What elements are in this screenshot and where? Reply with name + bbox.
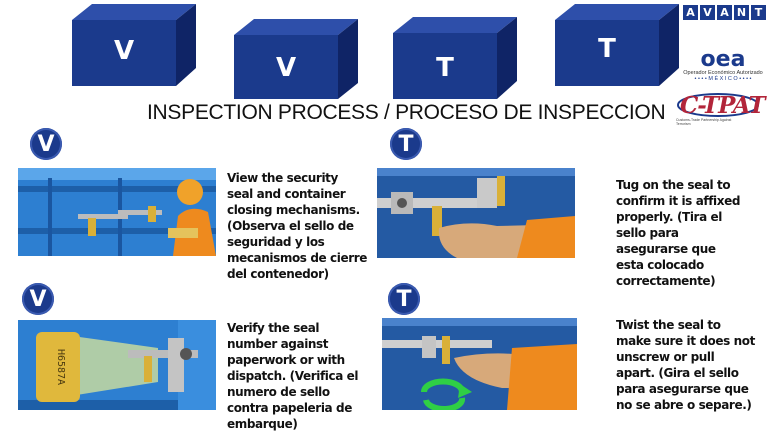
ctpat-swoosh-icon — [677, 93, 759, 117]
step-1-text: View the security seal and container clo… — [227, 171, 367, 281]
avant-letter: V — [700, 5, 715, 20]
cube-t-1: T — [393, 15, 517, 101]
step-3-text: Verify the seal number against paperwork… — [227, 321, 359, 431]
cube-letter: T — [436, 53, 454, 83]
illustration-twist-seal — [382, 318, 577, 410]
ctpat-wordmark: C-TPAT — [680, 92, 765, 119]
seal-number-label: H6587A — [55, 349, 66, 385]
step-badge-v: V — [22, 283, 54, 315]
oea-logo: oea Operador Económico Autorizado • • • … — [680, 47, 766, 83]
illustration-view-seal — [18, 168, 216, 256]
oea-subtitle: Operador Económico Autorizado — [683, 70, 763, 76]
step-2-text: Tug on the seal to confirm it is affixed… — [616, 178, 741, 288]
cube-t-2: T — [555, 2, 679, 88]
illustration-verify-seal-number: H6587A — [18, 320, 216, 410]
oea-country: • • • • M É X I C O • • • • — [694, 76, 752, 82]
cube-letter: T — [598, 34, 616, 64]
step-4-text: Twist the seal to make sure it does not … — [616, 318, 755, 412]
step-badge-v: V — [30, 128, 62, 160]
step-badge-t: T — [390, 128, 422, 160]
oea-wordmark: oea — [700, 47, 746, 72]
page-title: INSPECTION PROCESS / PROCESO DE INSPECCI… — [147, 101, 666, 124]
avant-letter: A — [683, 5, 698, 20]
cube-letter: V — [113, 36, 135, 66]
cube-v-2: V — [234, 17, 358, 101]
avant-logo: A V A N T — [683, 5, 766, 20]
cube-letter: V — [275, 53, 297, 83]
ctpat-logo: C-TPAT Customs-Trade Partnership Against… — [676, 92, 766, 126]
ctpat-subtitle: Customs-Trade Partnership Against Terror… — [676, 118, 732, 126]
cube-v-1: V — [72, 2, 196, 88]
avant-letter: T — [751, 5, 766, 20]
illustration-tug-seal — [377, 168, 575, 258]
step-badge-t: T — [388, 283, 420, 315]
avant-letter: A — [717, 5, 732, 20]
avant-letter: N — [734, 5, 749, 20]
